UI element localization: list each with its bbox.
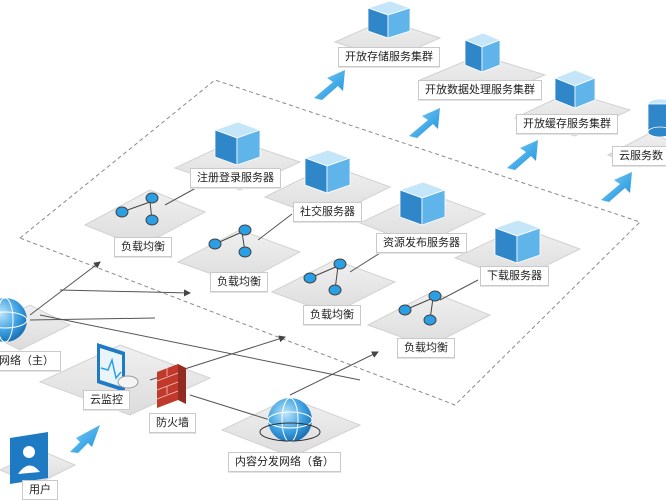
line-fw-cdn [189, 394, 271, 421]
label-open-data-processing: 开放数据处理服务集群 [418, 80, 542, 100]
lb-icon-2 [208, 224, 252, 258]
label-open-cache: 开放缓存服务集群 [516, 114, 618, 134]
arrow-cache [507, 140, 538, 170]
cloud-boundary [19, 79, 641, 406]
label-download: 下载服务器 [480, 266, 549, 286]
label-social: 社交服务器 [293, 202, 362, 222]
arrow-storage [314, 70, 345, 100]
line-net-lb2 [59, 289, 191, 297]
user-icon [10, 432, 48, 484]
line-lb4-download [439, 279, 479, 301]
label-user: 用户 [22, 480, 58, 500]
server-icon-dataproc [463, 32, 502, 73]
arrow-user [70, 425, 100, 453]
label-lb3: 负载均衡 [303, 305, 361, 325]
arrow-clouddb [601, 172, 632, 202]
label-open-storage: 开放存储服务集群 [338, 47, 440, 67]
lb-icon-1 [115, 192, 159, 226]
server-icon-cache [553, 69, 597, 109]
globe-icon-main-network [0, 297, 28, 343]
label-network-main: 网络（主） [0, 351, 61, 371]
monitor-icon [97, 343, 139, 392]
label-resource-publish: 资源发布服务器 [376, 233, 467, 253]
line-net-main [29, 317, 156, 321]
db-icon-clouddb [647, 98, 666, 138]
line-lb2-social [257, 213, 293, 241]
lb-icons [115, 192, 442, 326]
globe-icon-cdn [259, 397, 321, 443]
server-icon-storage [366, 0, 412, 39]
label-cloud-db: 云服务数 [612, 146, 666, 166]
label-firewall: 防火墙 [149, 413, 196, 433]
label-cdn-backup: 内容分发网络（备） [228, 452, 341, 472]
line-net-cdn [39, 314, 361, 381]
label-register-login: 注册登录服务器 [190, 168, 281, 188]
blue-arrows [70, 70, 632, 453]
label-lb4: 负载均衡 [397, 338, 455, 358]
arrow-dataproc [409, 108, 440, 138]
lb-icon-3 [303, 258, 347, 296]
server-icon-download [493, 219, 542, 264]
label-cloud-monitor: 云监控 [83, 390, 130, 410]
line-cdn-lb4 [289, 351, 379, 396]
server-icon-resource [398, 181, 447, 226]
server-icon-register [213, 121, 262, 166]
server-icon-social [303, 149, 352, 194]
server-icons [213, 0, 666, 264]
label-lb1: 负载均衡 [114, 237, 172, 257]
line-net-lb1 [29, 261, 101, 316]
label-lb2: 负载均衡 [210, 272, 268, 292]
lb-icon-4 [398, 290, 442, 326]
firewall-icon [156, 364, 186, 408]
connections [29, 182, 479, 421]
